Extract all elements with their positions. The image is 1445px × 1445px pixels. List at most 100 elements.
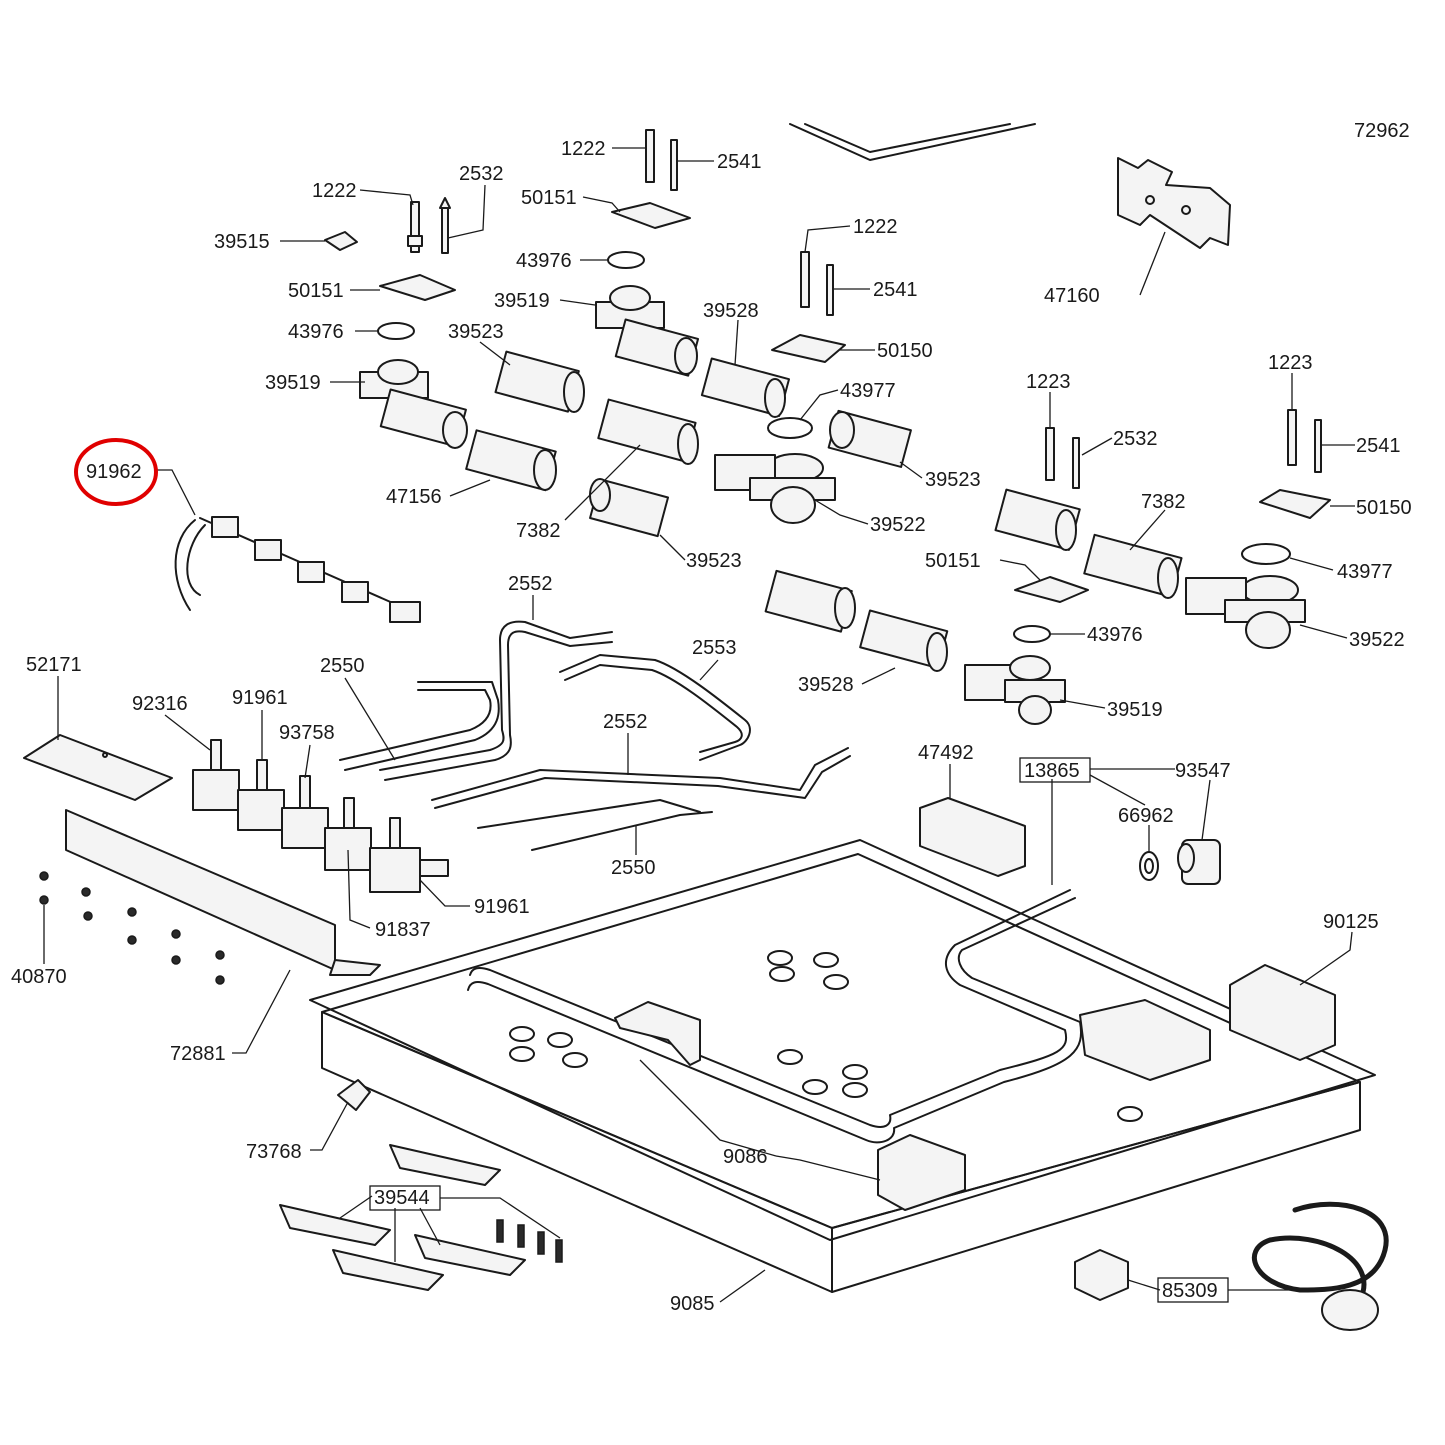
oring-43976-left [377,322,415,340]
bracket-legs [614,1001,966,1211]
label-91961: 91961 [474,896,530,918]
base-tray-9085 [309,839,1376,1293]
burner-cap-50150-right [1259,489,1331,519]
control-panel-72881 [65,809,381,976]
label-50151: 50151 [521,187,577,209]
label-1223: 1223 [1268,352,1313,374]
label-39519: 39519 [1107,699,1163,721]
label-2541: 2541 [717,151,762,173]
label-9085: 9085 [670,1293,715,1315]
oring-43976-right [1013,625,1051,643]
label-50150: 50150 [877,340,933,362]
oring-43977-right [1241,543,1291,565]
valve-39523-right [994,488,1081,551]
injector-1223-mid [1045,427,1055,481]
valve-39523-mid [827,409,912,468]
label-39519: 39519 [494,290,550,312]
gas-tube-2553 [559,654,751,761]
burner-body-39519-mid [595,285,700,377]
bracket-47160 [1117,157,1231,249]
glass-top-corner [789,123,1036,161]
ignition-harness-91962 [174,516,421,623]
label-73768: 73768 [246,1141,302,1163]
label-13865: 13865 [1024,760,1080,782]
label-39523: 39523 [925,469,981,491]
mixing-tube-39528-top [700,357,791,418]
feet-39544 [279,1144,563,1291]
cover-plate-52171 [23,734,173,801]
mixing-tube-7382-center [597,398,699,465]
injector-1222-right [800,251,810,308]
burner-body-39522-top [714,453,836,524]
spark-generator-47492 [919,797,1026,877]
burner-cap-50150-top [771,334,846,363]
burner-body-39522-right [1185,575,1306,649]
leader-lines [43,147,1355,1303]
label-93547: 93547 [1175,760,1231,782]
terminal-block-85309 [1074,1249,1129,1301]
valve-39523-left [494,350,585,413]
burner-body-39519-right [964,655,1066,725]
label-39515: 39515 [214,231,270,253]
elbow-93547 [1177,839,1221,885]
label-90125: 90125 [1323,911,1379,933]
label-39544: 39544 [374,1187,430,1209]
burner-cap-50151-left [379,274,456,301]
label-39522: 39522 [870,514,926,536]
electrode-2541-far-right [1314,419,1322,473]
label-93758: 93758 [279,722,335,744]
label-7382: 7382 [516,520,561,542]
oring-43976-mid [607,251,645,269]
label-9086: 9086 [723,1146,768,1168]
label-1222: 1222 [853,216,898,238]
label-2541: 2541 [873,279,918,301]
label-43977: 43977 [1337,561,1393,583]
gas-tube-2550-upper [339,681,500,771]
label-72881: 72881 [170,1043,226,1065]
label-1223: 1223 [1026,371,1071,393]
label-43976: 43976 [288,321,344,343]
label-91961: 91961 [232,687,288,709]
mixing-tube-39528-bottom [859,609,949,672]
label-2550: 2550 [611,857,656,879]
label-43977: 43977 [840,380,896,402]
label-66962: 66962 [1118,805,1174,827]
part-labels: 72962 1222 2532 39515 50151 43976 39523 … [11,120,1412,1315]
label-1222: 1222 [312,180,357,202]
gas-taps-row [192,739,449,893]
label-39528: 39528 [703,300,759,322]
label-2552: 2552 [508,573,553,595]
label-40870: 40870 [11,966,67,988]
label-39522: 39522 [1349,629,1405,651]
label-43976: 43976 [1087,624,1143,646]
label-2553: 2553 [692,637,737,659]
label-39523: 39523 [686,550,742,572]
label-2532: 2532 [459,163,504,185]
gas-tube-2550-lower [477,799,713,851]
label-39528: 39528 [798,674,854,696]
injector-1222-mid [645,129,655,183]
label-2552: 2552 [603,711,648,733]
injector-1222-left [407,201,423,253]
page-ref-label: 72962 [1354,120,1410,142]
label-91962: 91962 [86,461,142,483]
label-43976: 43976 [516,250,572,272]
label-2550: 2550 [320,655,365,677]
oring-43977-top [767,417,813,439]
electrode-2541-right [826,264,834,316]
label-39523: 39523 [448,321,504,343]
label-47156: 47156 [386,486,442,508]
mixing-tube-7382-right [1083,533,1183,599]
burner-cap-50151-mid [611,202,691,229]
burner-cap-50151-right [1014,576,1089,603]
injector-1223-right [1287,409,1297,466]
label-85309: 85309 [1162,1280,1218,1302]
valve-39523-lower-left [589,478,670,538]
mixing-tube-47156 [465,429,557,492]
gas-tube-2552-upper [379,620,613,781]
label-50151: 50151 [925,550,981,572]
gas-tube-2552-lower [431,747,851,809]
electrode-2532-right [1072,437,1080,489]
highlight-circle [74,438,158,506]
